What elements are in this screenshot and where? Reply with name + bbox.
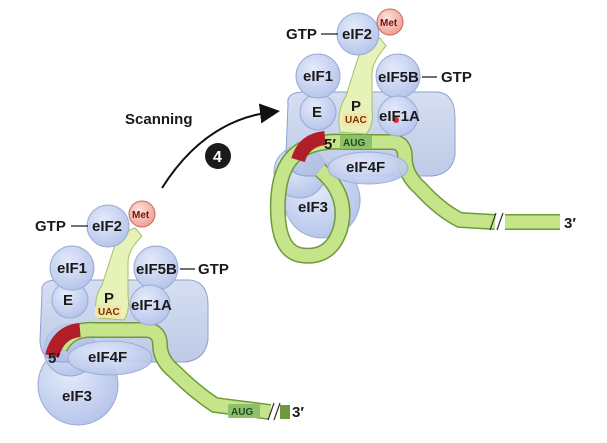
scanning-arrow bbox=[161, 103, 280, 189]
eif2-label-before: eIF2 bbox=[92, 218, 122, 235]
eif1-label-before: eIF1 bbox=[57, 260, 87, 277]
eif1a-protein-before bbox=[129, 284, 171, 326]
break-mark-after-2 bbox=[496, 212, 504, 231]
eif5b-label-before: eIF5B bbox=[136, 261, 177, 278]
five-prime-label-after: 5′ bbox=[324, 136, 336, 153]
aug-box-after bbox=[340, 135, 372, 149]
anticodon-label-before: UAC bbox=[98, 307, 120, 318]
gtp-label-eif5b-after: GTP bbox=[441, 69, 472, 86]
mrna-5prime-loop-fill bbox=[271, 142, 349, 263]
break-mark-before bbox=[267, 402, 275, 421]
eif3-label-before: eIF3 bbox=[62, 388, 92, 405]
e-site-label-before: E bbox=[63, 292, 73, 309]
eif1-label-after: eIF1 bbox=[303, 68, 333, 85]
eif1a-marker-dot bbox=[393, 117, 399, 123]
eif4f-label-after: eIF4F bbox=[346, 159, 385, 176]
met-aminoacid-after bbox=[376, 8, 404, 36]
complex-after: GTP eIF2 Met eIF1 eIF5B GTP E P UAC eIF1… bbox=[269, 8, 576, 264]
eif4f-label-before: eIF4F bbox=[88, 349, 127, 366]
five-prime-cap-before bbox=[45, 323, 82, 359]
met-aminoacid-before bbox=[128, 200, 156, 228]
eif4f-protein-after bbox=[327, 151, 409, 185]
p-site-label-before: P bbox=[104, 290, 114, 307]
step-number-badge bbox=[205, 143, 231, 169]
mrna-after-fill bbox=[302, 135, 560, 229]
met-label-before: Met bbox=[132, 210, 150, 221]
p-site-label-after: P bbox=[351, 98, 361, 115]
anticodon-box-after bbox=[342, 113, 368, 126]
scanning-label: Scanning bbox=[125, 111, 193, 128]
complex-before: GTP eIF2 Met eIF1 eIF5B GTP E P UAC eIF1… bbox=[35, 200, 304, 426]
eif5b-label-after: eIF5B bbox=[378, 69, 419, 86]
eif2-label-after: eIF2 bbox=[342, 26, 372, 43]
eif1a-protein-after bbox=[377, 95, 419, 137]
eif1-protein-after bbox=[295, 53, 341, 99]
aug-box-before bbox=[228, 404, 260, 418]
step-number: 4 bbox=[213, 149, 222, 166]
anticodon-label-after: UAC bbox=[345, 115, 367, 126]
eif3-label-after: eIF3 bbox=[298, 199, 328, 216]
break-mark-before-2 bbox=[273, 402, 281, 421]
mrna-before-fill bbox=[54, 323, 271, 419]
eif1a-label-after: eIF1A bbox=[379, 108, 420, 125]
three-prime-label-before: 3′ bbox=[292, 404, 304, 421]
scanning-step: Scanning 4 bbox=[125, 103, 280, 189]
trna-after bbox=[338, 37, 387, 135]
break-mark-after bbox=[489, 212, 497, 231]
eif1-protein-before bbox=[49, 245, 95, 291]
aug-label-before: AUG bbox=[231, 407, 253, 418]
e-site-label-after: E bbox=[312, 104, 322, 121]
five-prime-label-before: 5′ bbox=[48, 350, 60, 367]
three-prime-label-after: 3′ bbox=[564, 215, 576, 232]
met-label-after: Met bbox=[380, 18, 398, 29]
eif4f-protein-before bbox=[67, 340, 153, 376]
gtp-label-eif2-after: GTP bbox=[286, 26, 317, 43]
aug-label-after: AUG bbox=[343, 138, 365, 149]
five-prime-cap-after bbox=[291, 131, 327, 163]
anticodon-box-before bbox=[95, 305, 121, 318]
trna-before bbox=[95, 227, 143, 321]
gtp-label-eif5b-before: GTP bbox=[198, 261, 229, 278]
eif1a-label-before: eIF1A bbox=[131, 297, 172, 314]
gtp-label-eif2-before: GTP bbox=[35, 218, 66, 235]
